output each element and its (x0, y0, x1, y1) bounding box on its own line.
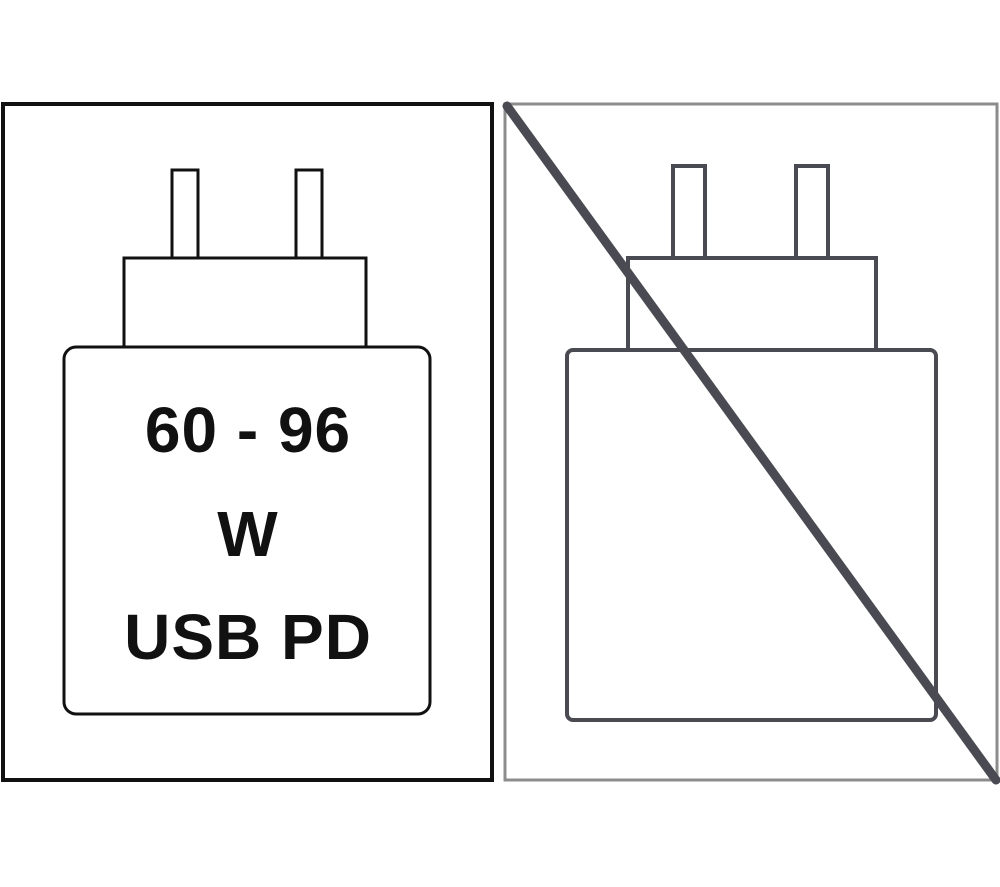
charger-prong-right (294, 168, 324, 260)
charger-standard-label: USB PD (124, 601, 372, 673)
wall-charger-icon (62, 168, 432, 716)
charger-prong-left (170, 168, 200, 260)
charger-prong-right (794, 164, 830, 260)
charger-body (62, 345, 432, 716)
charger-plug-neck (626, 256, 878, 352)
charger-wattage-range: 60 - 96 (145, 394, 351, 466)
charger-wattage-unit: W (217, 498, 278, 570)
included-panel-frame (1, 102, 494, 782)
included-charger-panel: 60 - 96 W USB PD (1, 102, 494, 782)
excluded-charger-panel (502, 101, 1000, 785)
charger-prong-left (671, 164, 707, 260)
wall-charger-icon (565, 164, 938, 722)
charger-body (565, 348, 938, 722)
excluded-panel-frame (503, 102, 999, 782)
diagonal-strike-icon (502, 101, 1000, 785)
charger-plug-neck (122, 256, 368, 349)
